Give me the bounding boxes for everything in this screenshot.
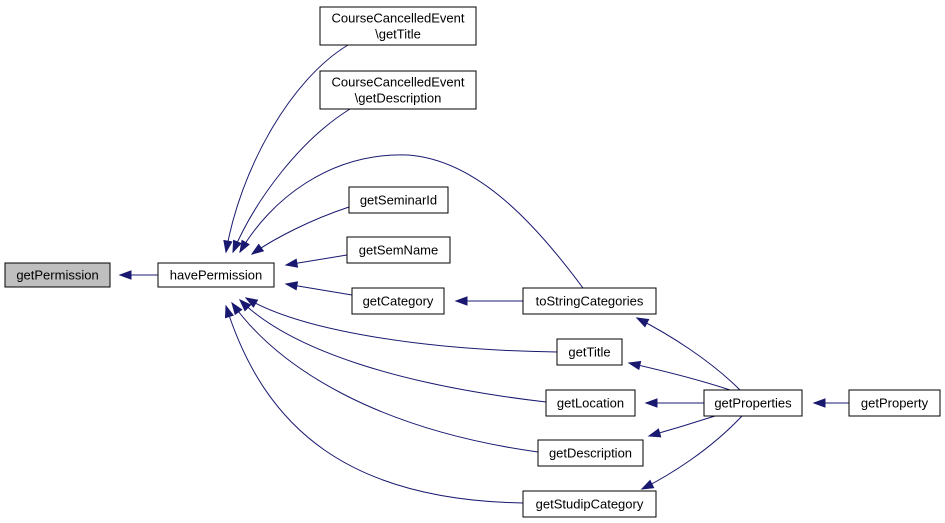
arrowhead-icon xyxy=(244,297,259,308)
node-label: getStudipCategory xyxy=(536,497,644,512)
node-box xyxy=(319,70,477,110)
node-box xyxy=(522,287,657,315)
arrowhead-icon xyxy=(454,296,468,306)
edge-line xyxy=(232,108,351,253)
edge-getSeminarId-to-havePermission xyxy=(250,206,350,255)
node-label: getProperty xyxy=(861,396,929,411)
node-box xyxy=(556,338,623,366)
node-label: CourseCancelledEvent xyxy=(332,75,465,90)
arrowhead-icon xyxy=(284,258,299,268)
node-getSeminarId[interactable]: getSeminarId xyxy=(348,186,449,214)
node-getTitle[interactable]: getTitle xyxy=(556,338,623,366)
node-label: toStringCategories xyxy=(536,294,644,309)
node-box xyxy=(346,236,451,264)
node-label: getLocation xyxy=(557,396,624,411)
arrowhead-icon xyxy=(231,301,243,316)
arrowhead-icon xyxy=(640,479,655,490)
edge-line xyxy=(231,302,539,453)
node-label: CourseCancelledEvent xyxy=(332,11,465,26)
arrowhead-icon xyxy=(635,317,650,328)
arrowhead-icon xyxy=(250,243,265,255)
edge-getTitle-to-havePermission xyxy=(244,297,558,353)
node-getLocation[interactable]: getLocation xyxy=(545,389,636,417)
edge-layer xyxy=(118,44,849,504)
arrowhead-icon xyxy=(627,360,642,371)
node-getStudipCategory[interactable]: getStudipCategory xyxy=(522,490,657,518)
edge-line xyxy=(245,297,558,353)
arrowhead-icon xyxy=(232,239,242,254)
edge-line xyxy=(225,305,524,504)
arrowhead-icon xyxy=(812,398,826,408)
edge-cceGetDescription-to-havePermission xyxy=(232,108,351,254)
node-getProperties[interactable]: getProperties xyxy=(703,389,803,417)
arrowhead-icon xyxy=(238,298,252,312)
node-label: getProperties xyxy=(714,396,792,411)
arrowhead-icon xyxy=(224,304,234,319)
node-label: getSeminarId xyxy=(360,193,437,208)
edge-line xyxy=(225,44,349,253)
node-label: getCategory xyxy=(363,294,434,309)
edge-line xyxy=(636,317,741,391)
node-getCategory[interactable]: getCategory xyxy=(351,287,445,315)
node-getDescription[interactable]: getDescription xyxy=(537,439,644,467)
edge-cceGetTitle-to-havePermission xyxy=(223,44,349,254)
arrowhead-icon xyxy=(644,398,658,408)
edge-getProperties-to-getDescription xyxy=(647,415,716,438)
edge-toStringCategories-to-havePermission xyxy=(239,154,584,289)
edge-getStudipCategory-to-havePermission xyxy=(224,304,524,504)
arrowhead-icon xyxy=(647,428,662,438)
node-getPermission[interactable]: getPermission xyxy=(4,262,111,288)
node-havePermission[interactable]: havePermission xyxy=(157,262,275,288)
node-cceGetTitle[interactable]: CourseCancelledEvent\getTitle xyxy=(319,6,477,46)
arrowhead-icon xyxy=(284,281,299,291)
node-label: getTitle xyxy=(568,345,610,360)
node-getSemName[interactable]: getSemName xyxy=(346,236,451,264)
arrowhead-icon xyxy=(223,239,233,254)
edge-getDescription-to-havePermission xyxy=(231,301,539,453)
node-label: havePermission xyxy=(170,268,263,283)
node-box xyxy=(703,389,803,417)
node-layer: getPermission havePermission CourseCancell… xyxy=(4,6,941,518)
node-box xyxy=(348,186,449,214)
node-box xyxy=(319,6,477,46)
node-label: getSemName xyxy=(359,243,438,258)
edge-getLocation-to-havePermission xyxy=(238,298,547,403)
arrowhead-icon xyxy=(239,239,250,254)
node-box xyxy=(4,262,111,288)
node-cceGetDescription[interactable]: CourseCancelledEvent\getDescription xyxy=(319,70,477,110)
edge-havePermission-to-getPermission xyxy=(118,270,158,280)
node-box xyxy=(522,490,657,518)
edge-getProperties-to-getLocation xyxy=(644,398,704,408)
node-label: \getDescription xyxy=(355,91,442,106)
edge-line xyxy=(251,206,350,255)
node-getProperty[interactable]: getProperty xyxy=(848,389,941,417)
edge-toStringCategories-to-getCategory xyxy=(454,296,523,306)
node-toStringCategories[interactable]: toStringCategories xyxy=(522,287,657,315)
node-label: getDescription xyxy=(549,446,632,461)
edge-line xyxy=(239,154,584,289)
node-box xyxy=(351,287,445,315)
node-label: \getTitle xyxy=(375,27,421,42)
edge-getProperties-to-toStringCategories xyxy=(635,317,741,391)
node-box xyxy=(537,439,644,467)
node-box xyxy=(848,389,941,417)
node-label: getPermission xyxy=(16,268,98,283)
node-box xyxy=(157,262,275,288)
edge-getProperty-to-getProperties xyxy=(812,398,849,408)
node-box xyxy=(545,389,636,417)
edge-line xyxy=(641,415,743,490)
edge-getSemName-to-havePermission xyxy=(284,254,348,268)
edge-line xyxy=(239,299,547,403)
edge-getProperties-to-getStudipCategory xyxy=(640,415,743,490)
arrowhead-icon xyxy=(118,270,132,280)
edge-getProperties-to-getTitle xyxy=(627,360,731,391)
edge-getCategory-to-havePermission xyxy=(284,281,353,296)
